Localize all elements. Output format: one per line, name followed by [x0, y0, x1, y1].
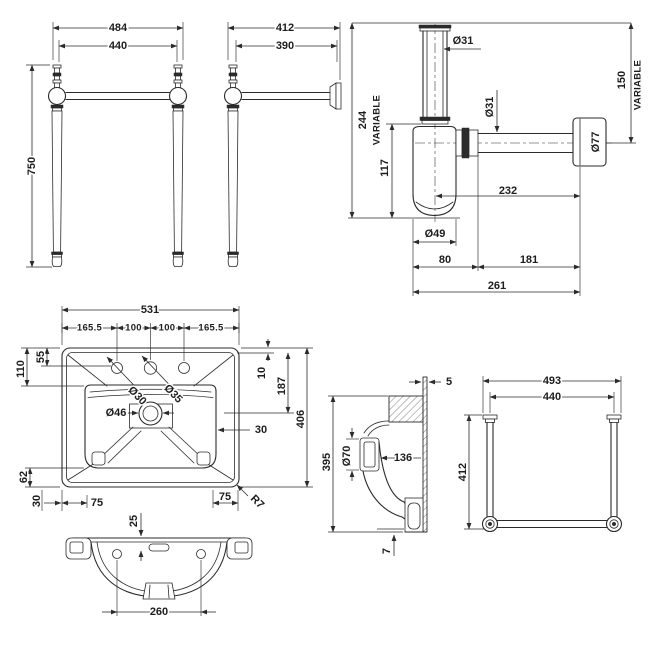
dim-basin-waste-offset: 187: [276, 377, 288, 395]
dim-trap-flange-dia: Ø77: [590, 132, 602, 153]
dim-trap-total-reach: 261: [488, 280, 506, 292]
dim-trap-outlet-rise: 150: [616, 71, 628, 89]
dim-underside-fixing-centres: 260: [150, 606, 168, 618]
basin-underside-view: 25 260: [65, 513, 253, 619]
stand-side-view: 412 390: [223, 20, 342, 268]
dim-trap-wall-reach: 232: [499, 185, 517, 197]
dim-basin-overall-depth: 406: [295, 410, 307, 428]
tap-hole-centre: [143, 361, 158, 375]
dim-section-bowl-depth: 136: [394, 452, 412, 464]
stand-side-leg: [223, 64, 243, 268]
trap-outlet-pipe: [477, 132, 574, 154]
stand-plan-cap-right: [606, 414, 622, 420]
dim-basin-waste-dia: Ø46: [106, 407, 127, 419]
dim-basin-fix-left: 75: [91, 497, 103, 509]
stand-plan-foot-left: [481, 515, 499, 533]
dim-basin-bottom-lip: 30: [31, 495, 43, 507]
dim-basin-side-gap: 30: [255, 424, 267, 436]
deck-section: [388, 395, 424, 423]
stand-plan-view: 493 440 412: [455, 373, 623, 533]
dim-basin-corner-radius: R7: [248, 493, 266, 511]
dim-stand-plan-depth: 412: [457, 463, 469, 481]
dim-trap-body-drop: 117: [379, 159, 391, 177]
bottle-trap-view: Ø31 244 VARIABLE 117 Ø31 Ø77 150 VARIABL…: [348, 22, 645, 296]
dim-trap-body-dia: Ø49: [425, 228, 446, 240]
dim-section-wall-gap: 5: [446, 376, 452, 388]
fixing-hole-left: [112, 549, 122, 559]
dim-trap-outlet-variable: VARIABLE: [633, 60, 644, 110]
trap-outlet-nut: [455, 127, 479, 159]
dim-underside-overflow-drop: 25: [128, 515, 140, 527]
dim-basin-tap-hole-dia-mid: Ø35: [162, 382, 185, 405]
dim-trap-outlet-run: 181: [520, 254, 538, 266]
dim-basin-seg-mid-right: 100: [159, 323, 176, 334]
dim-basin-seg-left: 165.5: [77, 323, 103, 334]
fixing-hole-right: [196, 549, 206, 559]
overflow-slot: [148, 543, 170, 552]
dim-stand-front-height: 750: [26, 157, 38, 175]
stand-leg-right: [168, 64, 188, 268]
basin-section-view: 5 395 Ø70 136 7: [319, 374, 454, 556]
basin-lug-right: [226, 537, 253, 560]
dim-stand-plan-centres-width: 440: [543, 391, 561, 403]
dim-basin-fix-right: 75: [219, 491, 231, 503]
dim-stand-side-outer-depth: 412: [276, 22, 294, 34]
basin-bowl: [84, 384, 217, 469]
dim-trap-body-width: 80: [439, 254, 451, 266]
stand-plan-cap-left: [482, 414, 498, 420]
trap-bottle-body: [412, 125, 457, 217]
dim-section-overflow-dia: Ø70: [341, 446, 353, 467]
tap-hole-right: [178, 362, 190, 374]
wall-section: [422, 376, 428, 533]
basin-foot-tab: [142, 582, 176, 600]
trap-wall-flange: [572, 117, 607, 167]
towel-rail-wall-flange: [329, 82, 337, 110]
trap-inlet-pipe: [418, 24, 452, 125]
dim-stand-side-inner-depth: 390: [276, 40, 294, 52]
dim-basin-bottom-gap: 62: [18, 471, 30, 483]
dim-trap-outlet-dia: Ø31: [484, 97, 496, 118]
dim-basin-deck-lip: 10: [256, 367, 268, 379]
dim-basin-bowl-offset: 110: [15, 360, 27, 378]
dim-trap-inlet-variable: VARIABLE: [372, 95, 383, 145]
stand-plan-foot-right: [605, 515, 623, 533]
dim-trap-inlet-dia: Ø31: [453, 35, 474, 47]
dim-basin-seg-mid-left: 100: [125, 323, 142, 334]
dim-basin-seg-right: 165.5: [198, 323, 224, 334]
dim-stand-front-outer-width: 484: [109, 22, 128, 34]
dim-stand-plan-outer-width: 493: [543, 375, 561, 387]
basin-plan-view: Ø30 Ø35 Ø46 531 165.5 100 100 165.5 55 1…: [13, 302, 313, 513]
dim-basin-overall-width: 531: [141, 304, 159, 316]
dim-stand-front-inner-width: 440: [109, 40, 127, 52]
dim-section-overall-height: 395: [321, 453, 333, 471]
basin-lug-left: [65, 537, 92, 560]
dim-basin-hole-offset: 55: [35, 351, 47, 363]
stand-leg-left: [47, 64, 67, 268]
dim-section-foot-lip: 7: [381, 548, 393, 554]
stand-front-view: 484 440 750: [24, 20, 188, 268]
overflow-channel: [359, 437, 380, 472]
dim-trap-inlet-drop: 244: [357, 110, 369, 129]
